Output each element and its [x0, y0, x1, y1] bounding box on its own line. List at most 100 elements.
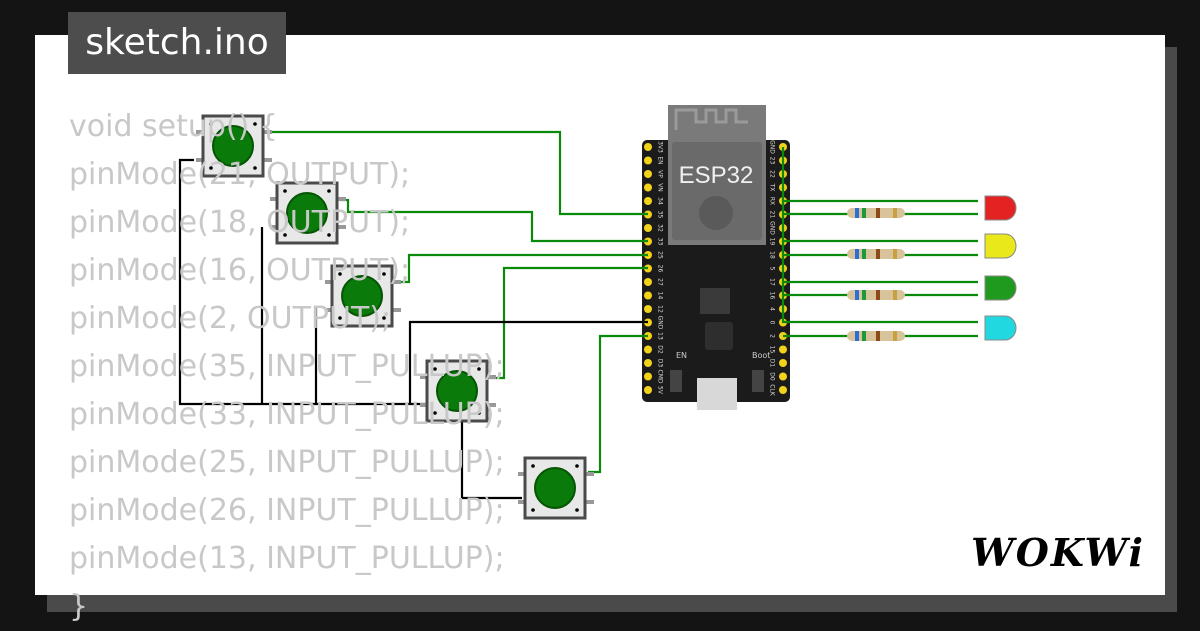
button-dot [531, 464, 535, 468]
pin-left-D2[interactable] [644, 345, 652, 354]
wire-led-gnd [781, 147, 978, 324]
pin-left-D3[interactable] [644, 359, 652, 367]
pin-label: 14 [657, 292, 664, 300]
button-leg [487, 375, 496, 379]
button-dot [477, 367, 481, 371]
resistor-band [893, 290, 897, 300]
pushbutton-3[interactable] [325, 264, 401, 328]
pin-label: 22 [769, 170, 776, 178]
resistor-band [862, 331, 866, 341]
pin-right-D0[interactable] [779, 372, 787, 381]
resistor-band [876, 208, 880, 218]
button-leg [585, 472, 594, 476]
resistor-band [855, 290, 859, 300]
pin-label: 3V3 [657, 141, 664, 153]
pin-label: 12 [657, 305, 664, 313]
led-yellow[interactable] [984, 233, 1017, 259]
pin-left-5V[interactable] [644, 386, 652, 394]
pin-label: 5 [769, 267, 776, 271]
button-cap [286, 192, 328, 234]
pin-label: 13 [657, 332, 664, 340]
pin-label: 21 [769, 211, 776, 219]
button-cap [534, 467, 576, 509]
button-cap [212, 125, 254, 167]
pin-label: 19 [769, 238, 776, 246]
pin-right-CLK[interactable] [779, 386, 787, 394]
pin-left-34[interactable] [644, 197, 652, 205]
led-body [984, 195, 1017, 221]
pin-left-14[interactable] [644, 291, 652, 300]
usb-port [697, 378, 737, 410]
resistor-band [893, 208, 897, 218]
pushbutton-1[interactable] [196, 114, 272, 178]
pin-label: 27 [657, 278, 664, 286]
esp32-board[interactable]: ESP32 EN Boot 3V3ENVPVN34353233252627141… [642, 105, 790, 410]
pin-label: 4 [769, 307, 776, 311]
button-cap [436, 370, 478, 412]
pin-right-D1[interactable] [779, 359, 787, 367]
pushbutton-4[interactable] [420, 359, 496, 423]
resistor-band [876, 331, 880, 341]
button-dot [327, 233, 331, 237]
en-button[interactable] [670, 370, 682, 392]
button-leg [196, 130, 205, 134]
led-green[interactable] [984, 275, 1017, 301]
button-dot [253, 122, 257, 126]
resistor[interactable] [847, 208, 905, 218]
sketch-title: sketch.ino [68, 12, 286, 74]
resistor-band [893, 249, 897, 259]
pin-left-32[interactable] [644, 224, 652, 232]
pin-label: CMD [657, 370, 664, 384]
resistor[interactable] [847, 331, 905, 341]
pushbutton-2[interactable] [270, 181, 346, 245]
button-dot [253, 166, 257, 170]
pin-left-VP[interactable] [644, 170, 652, 178]
pin-left-3V3[interactable] [644, 143, 652, 151]
pin-left-EN[interactable] [644, 156, 652, 165]
wokwi-logo: WOKWi [971, 530, 1145, 575]
pin-right-15[interactable] [779, 345, 787, 354]
button-dot [382, 316, 386, 320]
pin-left-12[interactable] [644, 305, 652, 313]
pushbutton-5[interactable] [518, 456, 594, 520]
wire-btn3-25 [396, 253, 648, 284]
pin-label: 35 [657, 211, 664, 219]
wire-gnd-4 [408, 320, 648, 404]
board-label: ESP32 [679, 162, 754, 189]
pin-left-VN[interactable] [644, 183, 652, 192]
pin-label: EN [657, 156, 664, 164]
pin-label: 32 [657, 224, 664, 232]
resistor-band [855, 208, 859, 218]
resistor-band [876, 290, 880, 300]
button-cap [341, 275, 383, 317]
pin-label: GND [657, 316, 664, 330]
button-dot [531, 508, 535, 512]
led-red[interactable] [984, 195, 1017, 221]
button-dot [209, 166, 213, 170]
button-dot [575, 464, 579, 468]
pin-label: GND [769, 140, 776, 154]
pin-label: D2 [657, 345, 664, 354]
pin-left-CMD[interactable] [644, 372, 652, 381]
led-cyan[interactable] [984, 315, 1017, 341]
pin-left-27[interactable] [644, 278, 652, 286]
resistor-band [862, 208, 866, 218]
boot-button[interactable] [752, 370, 764, 392]
button-dot [327, 189, 331, 193]
resistor[interactable] [847, 290, 905, 300]
pin-label: RX [769, 197, 776, 205]
button-dot [338, 316, 342, 320]
pushbuttons [196, 114, 594, 520]
pin-label: 25 [657, 251, 664, 259]
resistor[interactable] [847, 249, 905, 259]
button-leg [270, 197, 279, 201]
resistor-band [862, 249, 866, 259]
resistor-band [855, 249, 859, 259]
pin-label: 0 [769, 321, 776, 325]
button-leg [518, 500, 527, 504]
pin-label: 23 [769, 157, 776, 165]
pin-label: 33 [657, 238, 664, 246]
button-dot [433, 411, 437, 415]
pin-label: GND [769, 221, 776, 235]
